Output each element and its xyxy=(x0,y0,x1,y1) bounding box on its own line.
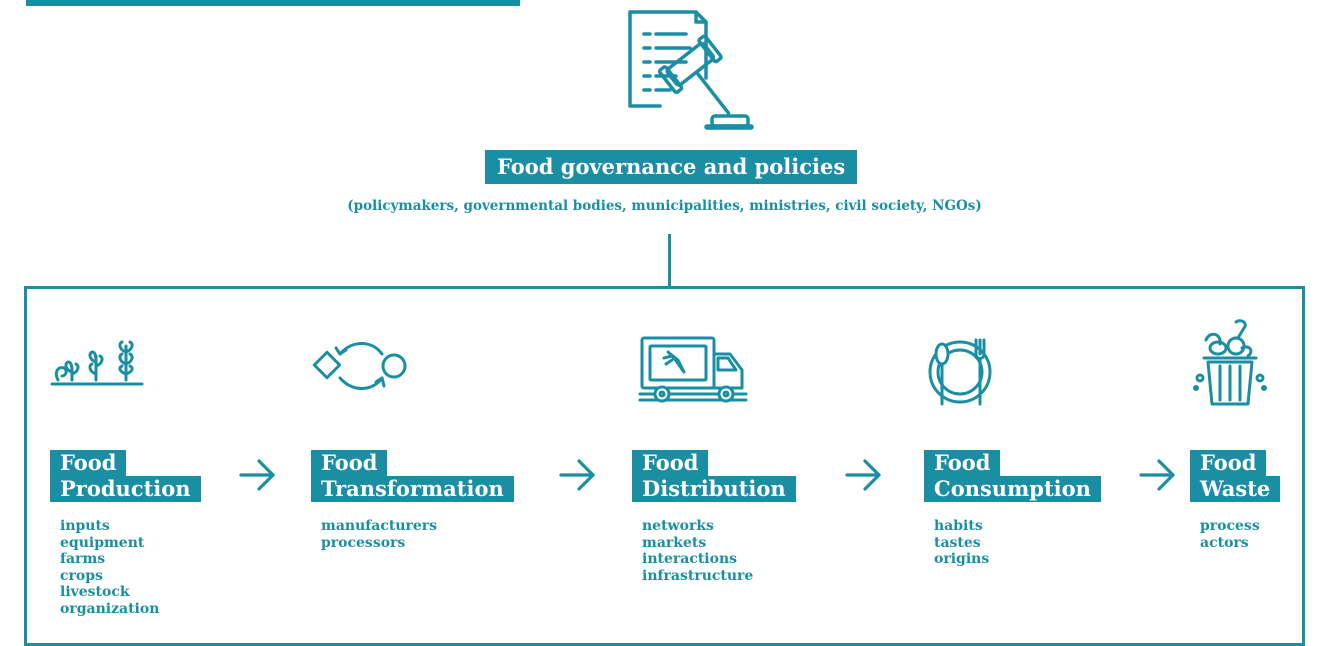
governance-title: Food governance and policies xyxy=(485,150,858,184)
waste-bin-icon xyxy=(1192,318,1268,410)
list-item: manufacturers xyxy=(321,518,438,534)
stage-title-line1: Food xyxy=(1190,450,1267,476)
stage-title-line1: Food xyxy=(50,450,127,476)
list-item: infrastructure xyxy=(642,567,754,584)
list-item: farms xyxy=(60,551,106,567)
list-item: crops xyxy=(60,567,103,584)
connector-line xyxy=(668,234,671,288)
stage-items-distribution: networks markets interactions infrastruc… xyxy=(642,518,753,584)
list-item: livestock xyxy=(60,584,130,600)
right-arrow-icon xyxy=(844,458,884,496)
stage-items-transformation: manufacturers processors xyxy=(321,518,437,551)
list-item: tastes xyxy=(934,534,981,551)
stage-title-line1: Food xyxy=(632,450,709,476)
list-item: origins xyxy=(934,551,990,567)
list-item: process xyxy=(1200,518,1260,534)
delivery-truck-icon xyxy=(638,334,750,406)
stage-title-line1: Food xyxy=(311,450,388,476)
right-arrow-icon xyxy=(558,458,598,496)
list-item: organization xyxy=(60,600,160,617)
transformation-cycle-icon xyxy=(312,338,408,394)
stage-title-line2: Consumption xyxy=(924,476,1101,502)
list-item: markets xyxy=(642,534,707,551)
stage-title-consumption: Food Consumption xyxy=(924,450,1101,502)
stage-items-waste: process actors xyxy=(1200,518,1260,551)
sprouts-icon xyxy=(50,338,144,390)
stage-title-line2: Transformation xyxy=(311,476,514,502)
right-arrow-icon xyxy=(238,458,278,496)
list-item: habits xyxy=(934,518,983,534)
stage-title-line1: Food xyxy=(924,450,1001,476)
plate-cutlery-icon xyxy=(924,334,998,408)
stage-title-transformation: Food Transformation xyxy=(311,450,514,502)
stage-items-consumption: habits tastes origins xyxy=(934,518,989,568)
right-arrow-icon xyxy=(1138,458,1178,496)
list-item: equipment xyxy=(60,534,145,551)
stage-title-line2: Distribution xyxy=(632,476,796,502)
list-item: interactions xyxy=(642,551,738,567)
stage-title-waste: Food Waste xyxy=(1190,450,1281,502)
list-item: inputs xyxy=(60,518,110,534)
stage-title-distribution: Food Distribution xyxy=(632,450,796,502)
stage-title-line2: Waste xyxy=(1190,476,1281,502)
list-item: actors xyxy=(1200,534,1249,551)
stage-title-line2: Production xyxy=(50,476,201,502)
list-item: networks xyxy=(642,518,714,534)
stage-title-production: Food Production xyxy=(50,450,201,502)
top-accent-bar xyxy=(26,0,520,6)
governance-subtitle: (policymakers, governmental bodies, muni… xyxy=(347,198,982,214)
stage-items-production: inputs equipment farms crops livestock o… xyxy=(60,518,159,617)
list-item: processors xyxy=(321,534,406,551)
gavel-document-icon xyxy=(620,8,760,136)
